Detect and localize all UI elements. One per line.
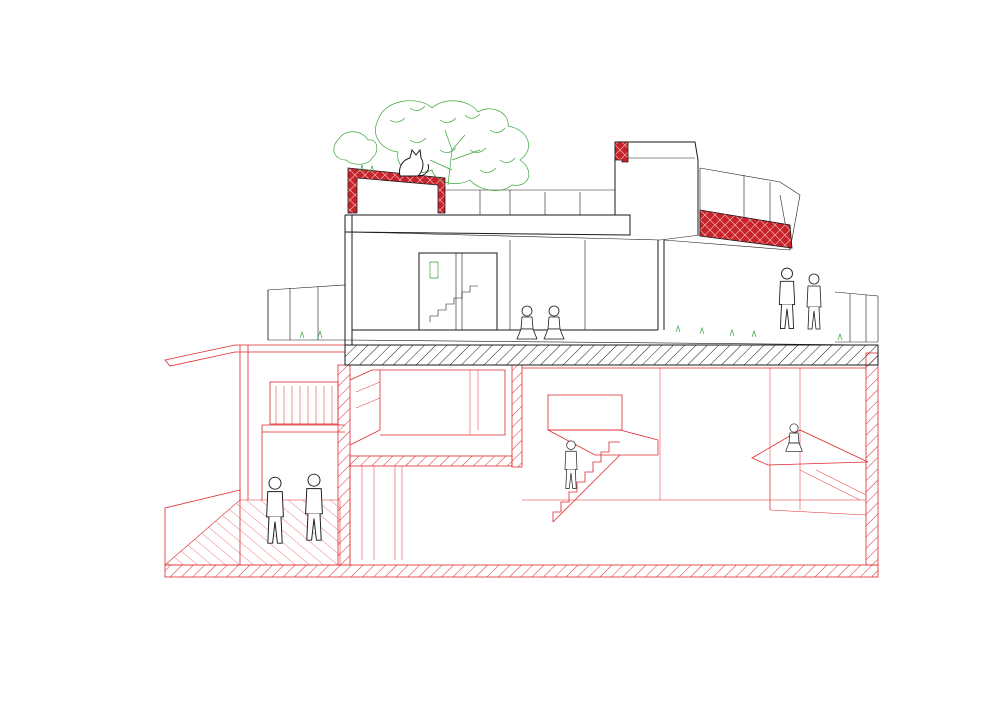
basement-slab [164, 564, 879, 578]
interior-wall-cut [511, 364, 523, 468]
lower-level [164, 344, 879, 578]
upper-level [267, 141, 879, 346]
person-icon [543, 305, 565, 340]
person-icon [778, 267, 796, 330]
slatted-railing [269, 381, 339, 425]
ground-floor-slab [344, 344, 879, 366]
left-garden-wall [267, 284, 346, 341]
person-icon [516, 305, 538, 340]
beam-cut [699, 209, 793, 249]
roof-parapet-cut [347, 167, 446, 214]
person-icon [806, 273, 822, 330]
right-retaining-wall [865, 352, 879, 566]
pergola-beam [164, 344, 346, 367]
person-icon [564, 440, 578, 489]
roof-slab [344, 214, 631, 236]
grass-icon [299, 163, 843, 341]
lower-stair [552, 441, 620, 522]
wooden-deck [164, 499, 341, 566]
cat-icon [399, 148, 429, 177]
glass-door [418, 252, 498, 331]
mezzanine-slab [349, 455, 513, 467]
